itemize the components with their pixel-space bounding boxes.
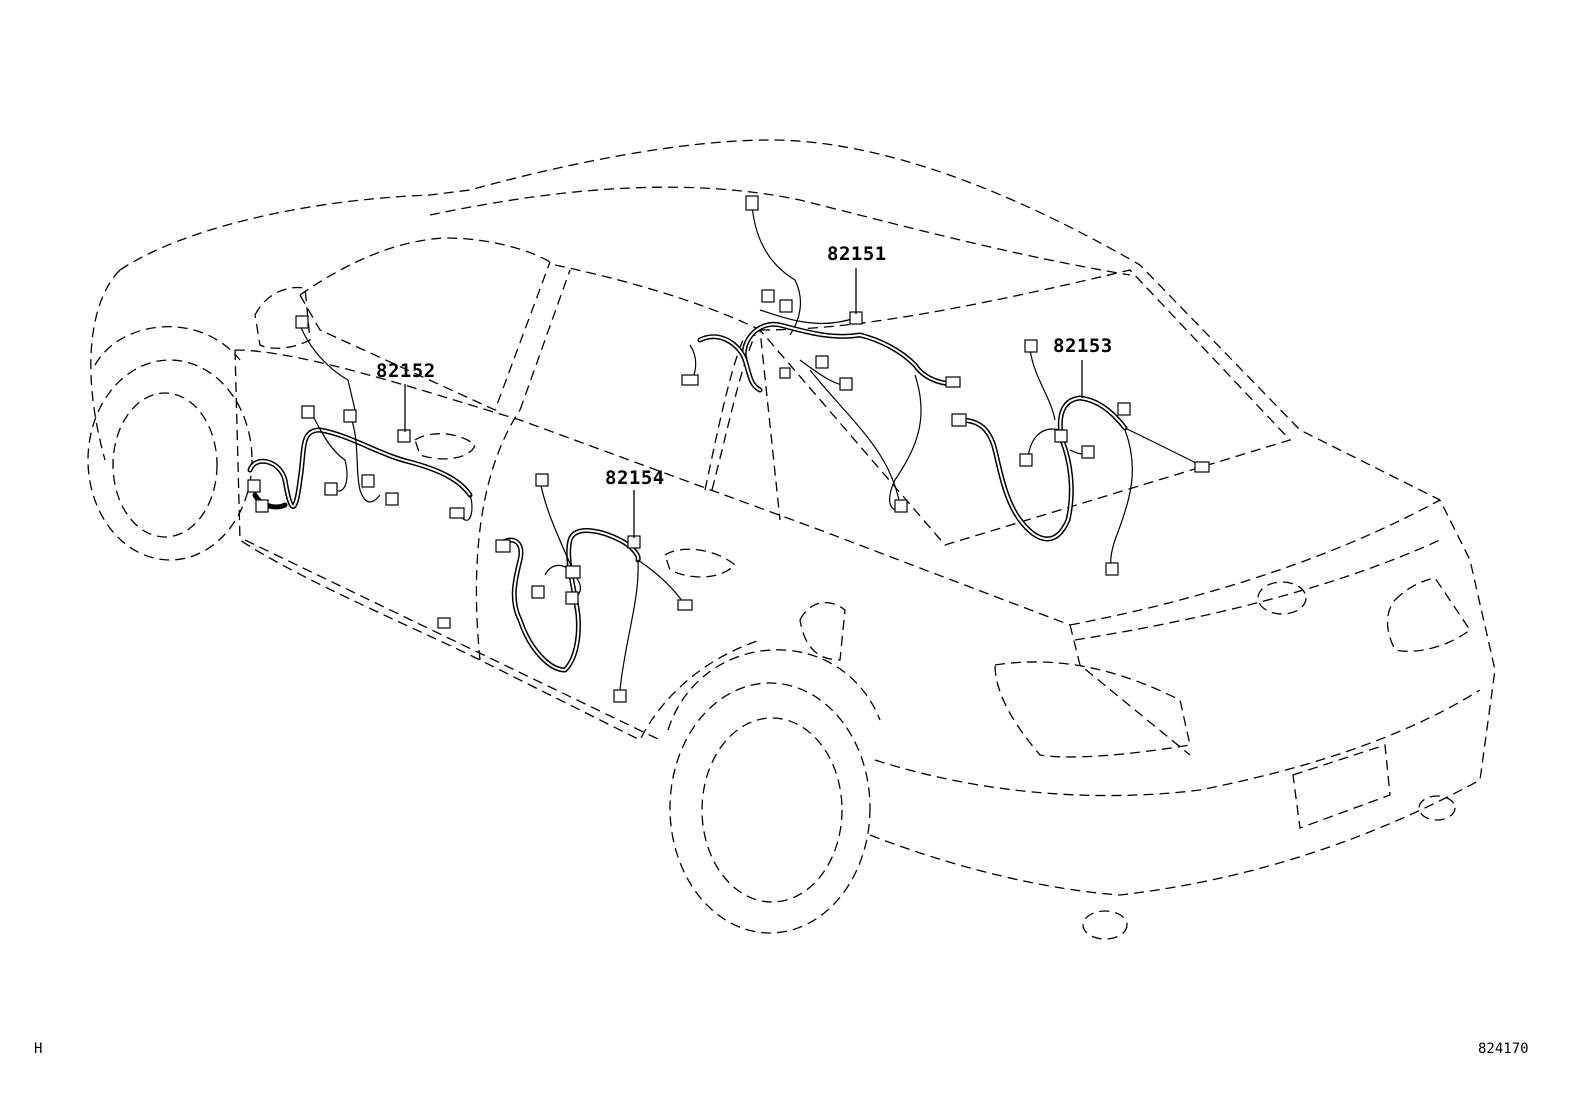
- part-number-82151[interactable]: 82151: [827, 243, 887, 265]
- connector: [815, 355, 829, 369]
- car-body-outline: [90, 139, 1496, 940]
- connector: [779, 367, 791, 379]
- connector: [301, 405, 315, 419]
- connector: [247, 479, 261, 493]
- harness-82154: [437, 473, 693, 703]
- part-number-82153[interactable]: 82153: [1053, 335, 1113, 357]
- connector: [951, 413, 967, 427]
- harness-82151: [681, 195, 961, 513]
- connector: [343, 409, 357, 423]
- connector: [397, 429, 411, 443]
- connector: [761, 289, 775, 303]
- connector: [385, 492, 399, 506]
- connector: [565, 591, 579, 605]
- connector: [361, 474, 375, 488]
- connector: [894, 499, 908, 513]
- part-number-82152[interactable]: 82152: [376, 360, 436, 382]
- connector: [945, 376, 961, 388]
- connector: [1117, 402, 1131, 416]
- connector: [779, 299, 793, 313]
- connector: [437, 617, 451, 629]
- connector: [839, 377, 853, 391]
- connector: [295, 315, 309, 329]
- connector: [495, 539, 511, 553]
- connector: [1105, 562, 1119, 576]
- connector: [565, 565, 581, 579]
- rear-wheel: [667, 649, 881, 934]
- connector: [1194, 461, 1210, 473]
- connector: [324, 482, 338, 496]
- connector: [613, 689, 627, 703]
- part-number-82154[interactable]: 82154: [605, 467, 665, 489]
- connector: [681, 374, 699, 386]
- connector: [1019, 453, 1033, 467]
- connector: [1054, 429, 1068, 443]
- harness-82153: [951, 339, 1210, 576]
- front-wheel: [87, 326, 253, 561]
- connector: [1024, 339, 1038, 353]
- connector: [449, 507, 465, 519]
- connector: [745, 195, 759, 211]
- footer-diagram-id: 824170: [1478, 1041, 1529, 1057]
- harness-82152: [247, 315, 473, 521]
- connector: [535, 473, 549, 487]
- connector: [1081, 445, 1095, 459]
- connector: [677, 599, 693, 611]
- footer-left-code: H: [34, 1041, 43, 1057]
- connector: [255, 499, 269, 513]
- connector: [531, 585, 545, 599]
